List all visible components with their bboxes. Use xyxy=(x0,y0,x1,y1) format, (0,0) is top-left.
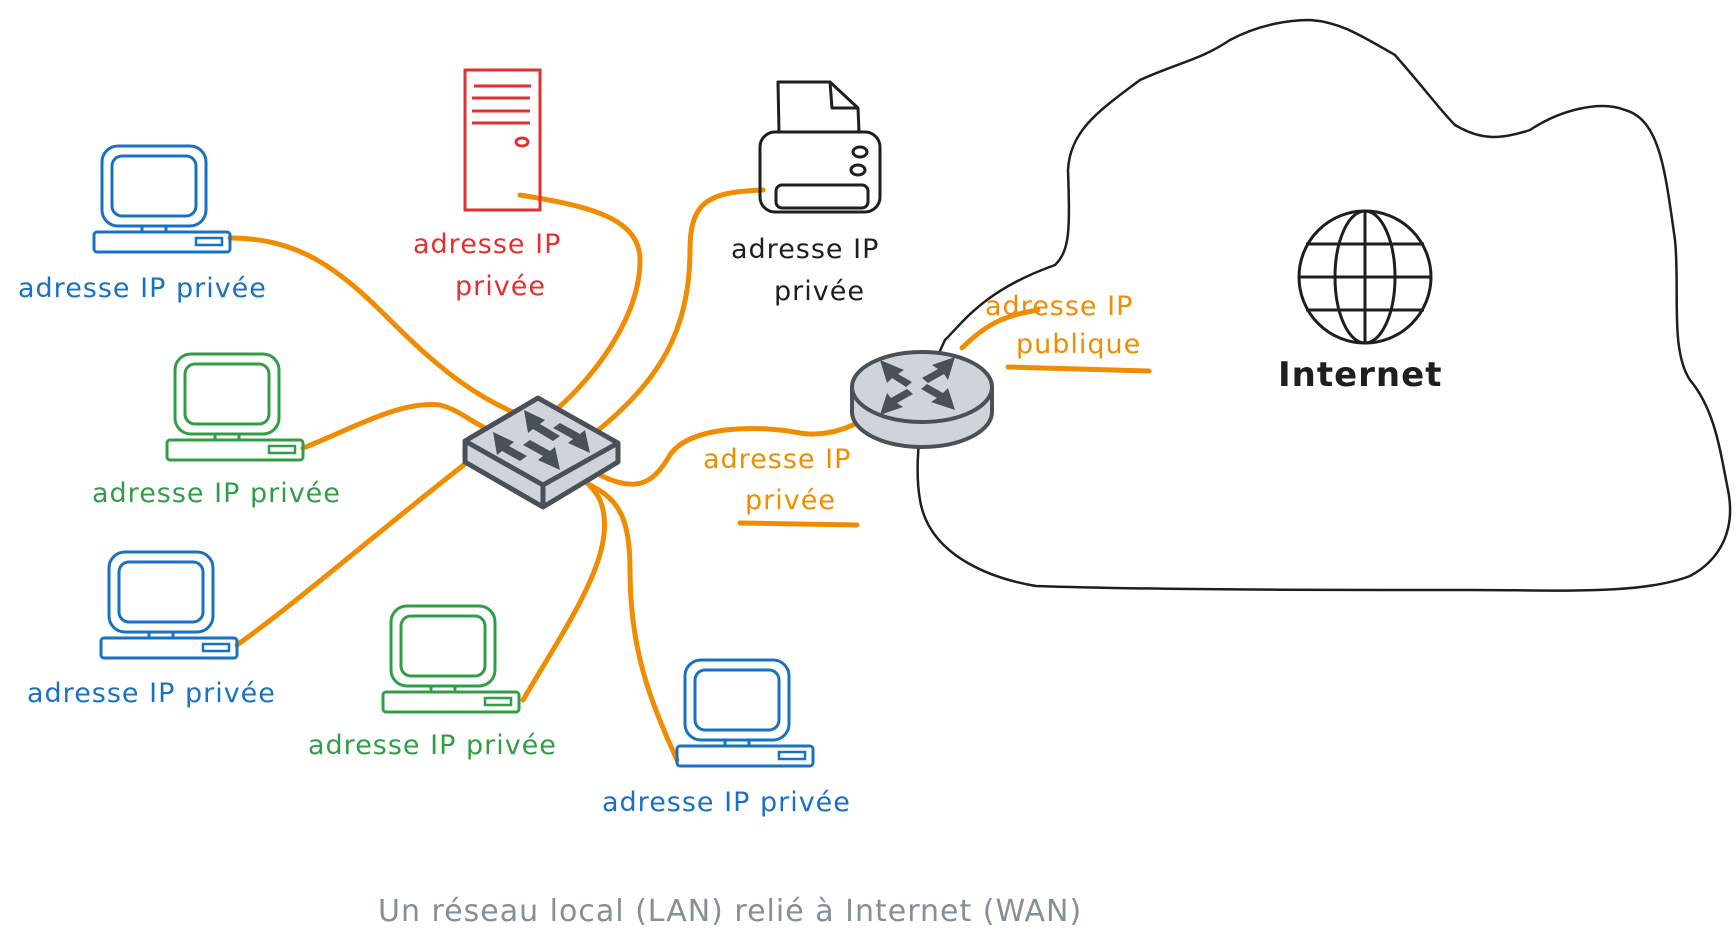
router-lan-ip-label-line2: privée xyxy=(745,485,836,516)
printer-ip-label-line2: privée xyxy=(774,276,865,307)
pc3-ip-label: adresse IP privée xyxy=(27,678,276,709)
router-wan-ip-label-line1: adresse IP xyxy=(985,291,1134,322)
switch-icon xyxy=(462,395,621,510)
underline-wan-ip xyxy=(1005,364,1152,374)
server-ip-label-line1: adresse IP xyxy=(413,229,562,260)
router-icon xyxy=(850,350,994,449)
server-icon xyxy=(463,68,542,212)
label-underlines xyxy=(737,364,1152,528)
cable-router-wan xyxy=(959,307,1041,351)
cable-printer-switch xyxy=(593,187,766,435)
pc1-ip-label: adresse IP privée xyxy=(18,273,267,304)
printer-ip-label-line1: adresse IP xyxy=(731,234,880,265)
router-wan-ip-label-line2: publique xyxy=(1016,329,1142,360)
cable-pc2-switch xyxy=(300,401,493,451)
globe-icon xyxy=(1297,209,1433,345)
cable-pc5-switch xyxy=(587,482,680,763)
pc4-ip-label: adresse IP privée xyxy=(308,730,557,761)
internet-cloud xyxy=(916,18,1732,592)
cable-pc3-switch xyxy=(234,457,473,648)
computer-icon-pc5 xyxy=(675,658,815,768)
printer-icon xyxy=(758,80,882,214)
computer-icon-pc1 xyxy=(92,144,232,254)
diagram-caption: Un réseau local (LAN) relié à Internet (… xyxy=(378,894,1083,929)
internet-label: Internet xyxy=(1278,355,1443,395)
pc2-ip-label: adresse IP privée xyxy=(92,478,341,509)
cables xyxy=(227,187,1041,763)
server-ip-label-line2: privée xyxy=(455,271,546,302)
computer-icon-pc4 xyxy=(381,604,521,714)
cable-pc1-switch xyxy=(227,235,523,418)
underline-lan-ip xyxy=(737,520,860,528)
cable-server-switch xyxy=(517,192,643,411)
computer-icon-pc2 xyxy=(165,352,305,462)
cable-switch-router xyxy=(597,402,888,487)
pc5-ip-label: adresse IP privée xyxy=(602,787,851,818)
router-lan-ip-label-line1: adresse IP xyxy=(703,444,852,475)
computer-icon-pc3 xyxy=(99,550,239,660)
